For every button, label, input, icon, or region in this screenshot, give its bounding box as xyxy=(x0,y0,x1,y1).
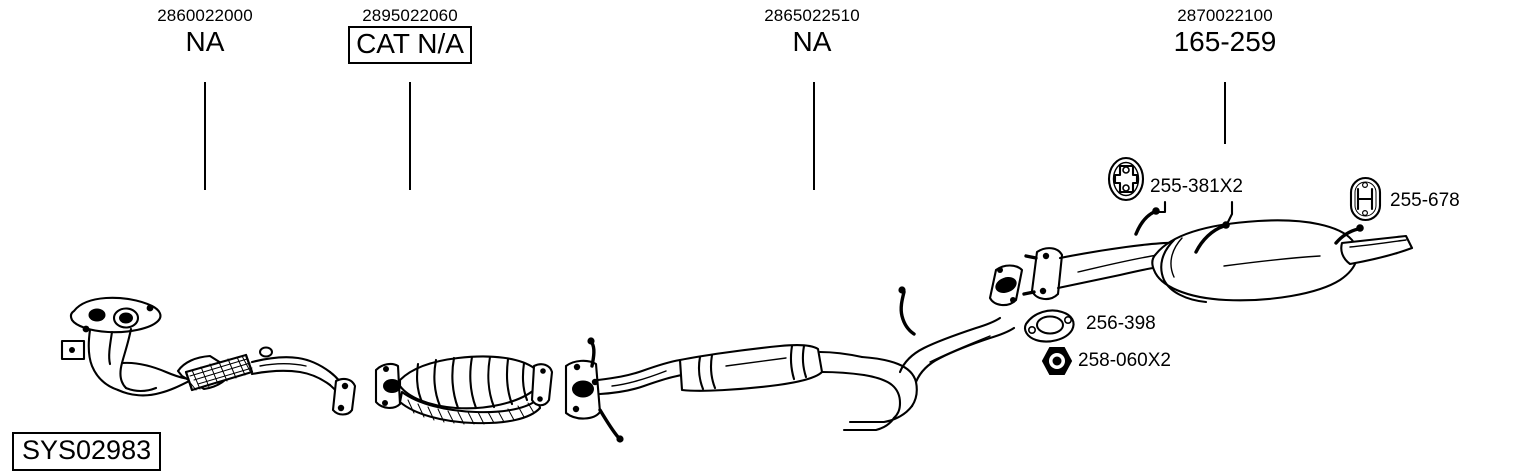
part-number-centre-pipe: 2865022510 xyxy=(764,6,860,25)
h-rubber-hanger-icon xyxy=(1349,176,1382,222)
part-number-front-pipe: 2860022000 xyxy=(157,6,253,25)
fitting-label-h-hanger: 255-678 xyxy=(1390,190,1460,211)
catalytic-converter-drawing xyxy=(374,355,554,425)
part-number-catalytic-converter: 2895022060 xyxy=(362,6,458,25)
hex-nut-icon xyxy=(1041,347,1073,375)
callout-rear-silencer: 2870022100 165-259 xyxy=(1120,6,1330,58)
fitting-label-nut: 258-060X2 xyxy=(1078,350,1171,371)
leader-line-front-pipe xyxy=(204,82,206,190)
callout-catalytic-converter: 2895022060 CAT N/A xyxy=(310,6,510,64)
callout-centre-pipe: 2865022510 NA xyxy=(712,6,912,58)
rear-connector-pipe-drawing xyxy=(842,264,1024,432)
fitting-label-gasket: 256-398 xyxy=(1086,313,1156,334)
leader-line-centre-pipe xyxy=(813,82,815,190)
part-value-front-pipe: NA xyxy=(185,26,225,57)
part-number-rear-silencer: 2870022100 xyxy=(1177,6,1273,25)
centre-pipe-drawing xyxy=(564,337,866,443)
flange-gasket-icon xyxy=(1023,309,1075,343)
front-pipe-drawing xyxy=(60,296,357,416)
rear-silencer-drawing xyxy=(1022,207,1414,304)
leader-line-rear-silencer xyxy=(1224,82,1226,144)
callout-front-pipe: 2860022000 NA xyxy=(105,6,305,58)
system-code-box: SYS02983 xyxy=(12,432,162,471)
rubber-mount-icon xyxy=(1107,156,1145,202)
leader-line-catalytic-converter xyxy=(409,82,411,190)
part-value-rear-silencer: 165-259 xyxy=(1173,26,1277,57)
part-value-centre-pipe: NA xyxy=(792,26,832,57)
flex-joint xyxy=(176,353,254,392)
part-value-catalytic-converter: CAT N/A xyxy=(348,26,472,64)
fitting-label-rubber-mount: 255-381X2 xyxy=(1150,176,1243,197)
